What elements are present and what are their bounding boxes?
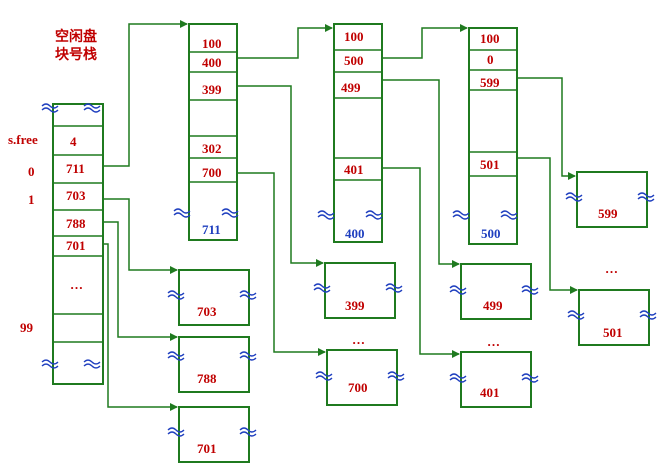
block-711-cell-0: 100 <box>202 36 222 51</box>
link-399 <box>237 85 324 267</box>
stack-title-line2: 块号栈 <box>55 46 97 63</box>
data-block-703: 703 <box>167 269 257 326</box>
sfree-label: s.free <box>8 132 38 147</box>
link-499 <box>382 79 460 268</box>
data-block-701-label: 701 <box>197 441 217 456</box>
data-block-703-label: 703 <box>197 304 217 319</box>
ellipsis-mid-2: … <box>487 334 500 349</box>
block-400-cell-1: 500 <box>344 53 364 68</box>
link-500 <box>382 24 468 59</box>
block-500-name: 500 <box>481 226 501 241</box>
data-block-501: 501 <box>567 289 657 346</box>
link-711 <box>103 20 188 167</box>
link-788 <box>103 221 178 341</box>
index-0-label: 0 <box>28 164 35 179</box>
data-block-788: 788 <box>167 336 257 393</box>
data-block-499: 499 <box>449 263 539 320</box>
stack-cell-2: 788 <box>66 216 86 231</box>
link-501 <box>517 157 578 294</box>
data-block-700: 700 <box>315 349 405 406</box>
index-block-400: 100 500 499 401 400 <box>317 23 383 243</box>
free-block-stack: 4 711 703 788 701 … <box>41 103 104 385</box>
ellipsis-right: … <box>605 261 618 276</box>
link-700 <box>237 172 326 356</box>
stack-cell-1: 703 <box>66 188 86 203</box>
block-500-cell-1: 0 <box>487 52 494 67</box>
wave-mark <box>41 359 101 369</box>
wave-mark <box>449 373 539 383</box>
wave-mark <box>449 285 539 295</box>
wave-mark <box>452 210 518 220</box>
data-block-599: 599 <box>565 171 655 228</box>
ellipsis-mid-1: … <box>352 332 365 347</box>
data-block-599-label: 599 <box>598 206 618 221</box>
data-block-788-label: 788 <box>197 371 217 386</box>
wave-mark <box>167 290 257 300</box>
index-block-500: 100 0 599 501 500 <box>452 27 518 245</box>
index-1-label: 1 <box>28 192 35 207</box>
block-400-name: 400 <box>345 226 365 241</box>
link-599 <box>517 77 576 180</box>
wave-mark <box>313 283 403 293</box>
block-500-cell-0: 100 <box>480 31 500 46</box>
link-400 <box>237 24 333 59</box>
index-99-label: 99 <box>20 320 34 335</box>
block-711-cell-1: 400 <box>202 55 222 70</box>
stack-cell-3: 701 <box>66 238 86 253</box>
wave-mark <box>567 310 657 320</box>
block-500-cell-3: 501 <box>480 157 500 172</box>
wave-mark <box>315 371 405 381</box>
wave-mark <box>167 427 257 437</box>
data-block-399: 399 <box>313 262 403 319</box>
link-701 <box>103 243 178 411</box>
data-block-501-label: 501 <box>603 325 623 340</box>
block-711-cell-3: 302 <box>202 141 222 156</box>
link-703 <box>103 198 178 274</box>
block-400-cell-0: 100 <box>344 29 364 44</box>
data-block-700-label: 700 <box>348 380 368 395</box>
block-711-cell-4: 700 <box>202 165 222 180</box>
stack-title-line1: 空闲盘 <box>55 28 97 45</box>
wave-mark <box>565 192 655 202</box>
stack-cell-0: 711 <box>66 161 85 176</box>
link-401 <box>382 167 460 358</box>
data-block-701: 701 <box>167 406 257 463</box>
block-500-cell-2: 599 <box>480 75 500 90</box>
wave-mark <box>317 210 383 220</box>
block-711-name: 711 <box>202 222 221 237</box>
block-400-cell-3: 401 <box>344 162 364 177</box>
stack-cell-sfree: 4 <box>70 134 77 149</box>
data-block-399-label: 399 <box>345 298 365 313</box>
wave-mark <box>173 208 239 218</box>
data-block-401-label: 401 <box>480 385 500 400</box>
index-block-711: 100 400 399 302 700 711 <box>173 23 239 241</box>
wave-mark <box>41 103 101 113</box>
block-400-cell-2: 499 <box>341 80 361 95</box>
data-block-499-label: 499 <box>483 298 503 313</box>
data-block-401: 401 <box>449 351 539 408</box>
block-711-cell-2: 399 <box>202 82 222 97</box>
stack-ellipsis: … <box>70 277 83 292</box>
wave-mark <box>167 351 257 361</box>
